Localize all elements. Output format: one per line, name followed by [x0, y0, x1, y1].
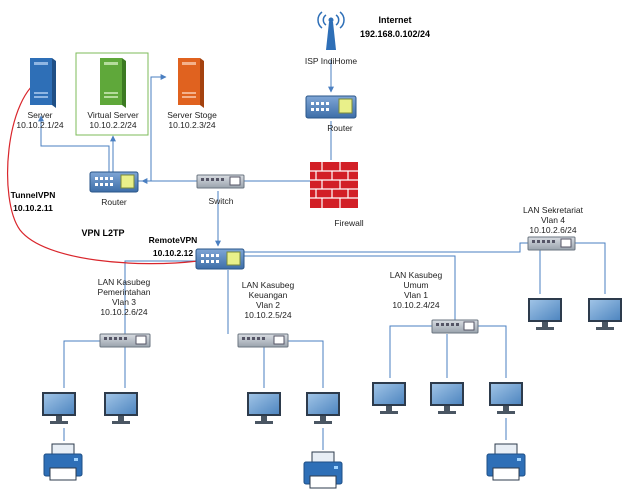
router-top-icon	[305, 95, 357, 119]
computer-icon	[247, 392, 281, 424]
switch-top-icon	[196, 174, 245, 189]
printer-icon	[43, 443, 83, 481]
tunnel-vpn-name: TunnelVPN	[10, 190, 56, 200]
firewall-label: Firewall	[334, 218, 364, 228]
firewall-icon	[310, 162, 358, 208]
switch-label: Switch	[208, 196, 234, 206]
server-icon	[30, 58, 56, 108]
storage-server-ip: 10.10.2.3/24	[168, 120, 216, 130]
lan-sekretariat-ip: 10.10.2.6/24	[529, 225, 577, 235]
lan-keuangan-vlan: Vlan 2	[255, 300, 281, 310]
switch-lan1-icon	[431, 319, 479, 334]
tunnel-vpn-label: TunnelVPN 10.10.2.11	[2, 190, 64, 213]
virtual-server-frame	[75, 52, 149, 136]
lan-sekretariat-title: LAN Sekretariat	[523, 205, 583, 215]
computer-icon	[104, 392, 138, 424]
antenna-icon	[317, 11, 345, 50]
lan-pemerintahan-dept: Pemerintahan	[97, 287, 151, 297]
lan-keuangan-dept: Keuangan	[248, 290, 288, 300]
virtual-server-label: Virtual Server 10.10.2.2/24	[78, 110, 148, 130]
router-top-label: Router	[327, 123, 353, 133]
lan-pemerintahan-ip: 10.10.2.6/24	[100, 307, 148, 317]
lan-pemerintahan-label: LAN Kasubeg Pemerintahan Vlan 3 10.10.2.…	[84, 277, 164, 317]
lan-umum-ip: 10.10.2.4/24	[392, 300, 440, 310]
computer-icon	[430, 382, 464, 414]
lan-sekretariat-vlan: Vlan 4	[540, 215, 566, 225]
server-name: Server	[27, 110, 53, 120]
virtual-server-icon	[100, 58, 126, 108]
vpn-tunnel-line	[7, 77, 199, 265]
computer-icon	[306, 392, 340, 424]
lan-pemerintahan-title: LAN Kasubeg	[97, 277, 151, 287]
computer-icon	[42, 392, 76, 424]
switch-lan3-icon	[99, 333, 151, 348]
server-label: Server 10.10.2.1/24	[4, 110, 76, 130]
storage-server-icon	[178, 58, 204, 108]
lan-umum-label: LAN Kasubeg Umum Vlan 1 10.10.2.4/24	[380, 270, 452, 310]
lan-keuangan-label: LAN Kasubeg Keuangan Vlan 2 10.10.2.5/24	[232, 280, 304, 320]
computer-icon	[372, 382, 406, 414]
isp-label: ISP IndiHome	[304, 56, 358, 66]
internet-label: Internet 192.168.0.102/24	[355, 15, 435, 39]
lan-umum-title: LAN Kasubeg	[389, 270, 443, 280]
remote-vpn-ip: 10.10.2.12	[152, 248, 194, 258]
tunnel-vpn-ip: 10.10.2.11	[13, 203, 53, 213]
computer-icon	[489, 382, 523, 414]
computer-icon	[528, 298, 562, 330]
lan-pemerintahan-vlan: Vlan 3	[111, 297, 137, 307]
computer-icon	[588, 298, 622, 330]
vpn-l2tp-label: VPN L2TP	[81, 228, 125, 238]
virtual-server-name: Virtual Server	[87, 110, 139, 120]
printer-icon	[303, 451, 343, 489]
switch-lan4-icon	[527, 236, 576, 251]
remote-vpn-label: RemoteVPN 10.10.2.12	[146, 235, 200, 258]
remote-vpn-name: RemoteVPN	[148, 235, 198, 245]
remote-vpn-router-icon	[195, 248, 245, 270]
router-label: Router	[101, 197, 127, 207]
server-ip: 10.10.2.1/24	[16, 120, 64, 130]
router-main-icon	[89, 171, 139, 193]
virtual-server-ip: 10.10.2.2/24	[89, 120, 137, 130]
lan-umum-dept: Umum	[403, 280, 429, 290]
lan-keuangan-ip: 10.10.2.5/24	[244, 310, 292, 320]
storage-server-label: Server Stoge 10.10.2.3/24	[156, 110, 228, 130]
lan-keuangan-title: LAN Kasubeg	[241, 280, 295, 290]
switch-lan2-icon	[237, 333, 289, 348]
lan-sekretariat-label: LAN Sekretariat Vlan 4 10.10.2.6/24	[515, 205, 591, 235]
printer-icon	[486, 443, 526, 481]
internet-ip: 192.168.0.102/24	[359, 29, 431, 39]
internet-title: Internet	[378, 15, 412, 25]
lan-umum-vlan: Vlan 1	[403, 290, 429, 300]
storage-server-name: Server Stoge	[167, 110, 217, 120]
